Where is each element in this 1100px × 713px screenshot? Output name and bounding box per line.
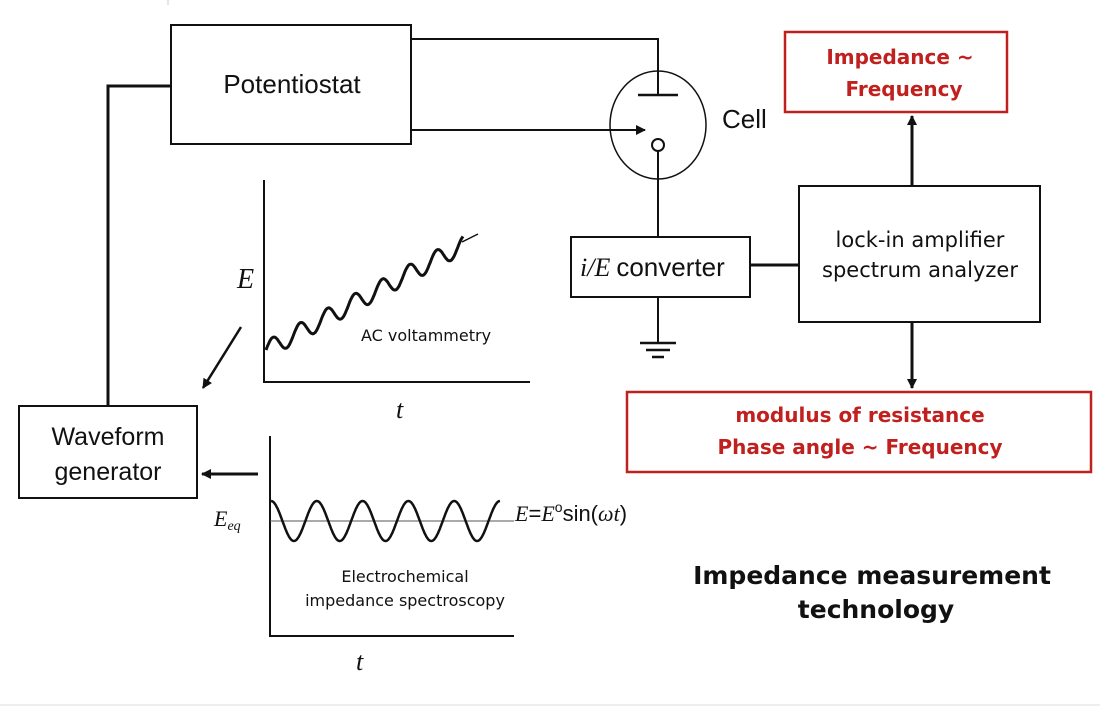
eis-plot: Eeq E=Eosin(ωt) Electrochemical impedanc… xyxy=(213,436,627,676)
modulus-phase-box xyxy=(625,390,1093,474)
eis-plot-axes xyxy=(269,436,514,637)
eis-eq-E0: E xyxy=(540,501,555,526)
waveform-generator-label-2: generator xyxy=(54,458,161,486)
eis-eq-superscript: o xyxy=(555,499,563,515)
ac-plot-axes xyxy=(263,180,530,383)
eis-equation: E=Eosin(ωt) xyxy=(514,499,627,526)
eis-waveform xyxy=(270,499,501,543)
converter-word: converter xyxy=(616,252,725,282)
lockin-label-1: lock-in amplifier xyxy=(836,228,1005,252)
ac-to-generator-arrow xyxy=(201,326,243,389)
waveform-to-potentiostat-wire xyxy=(106,84,171,406)
impedance-frequency-label-2: Frequency xyxy=(845,77,962,101)
eis-baseline-subscript: eq xyxy=(227,519,240,534)
ac-voltammetry-plot: E t AC voltammetry xyxy=(236,180,530,424)
lockin-amplifier-box xyxy=(798,185,1041,323)
ac-ramp-tail xyxy=(461,233,479,243)
eis-eq-t: t xyxy=(614,501,621,526)
cell-bottom-electrode xyxy=(651,138,665,152)
diagram-title-1: Impedance measurement xyxy=(693,561,1051,590)
lockin-amplifier-block: lock-in amplifier spectrum analyzer xyxy=(798,185,1041,323)
modulus-label-2: Phase angle ~ Frequency xyxy=(717,435,1002,459)
waveform-generator-label-1: Waveform xyxy=(52,423,165,451)
potentiostat-to-cell-top-wire xyxy=(411,38,659,95)
potentiostat-block: Potentiostat xyxy=(170,24,412,145)
eis-plot-x-label: t xyxy=(356,647,364,676)
impedance-frequency-box xyxy=(783,30,1009,114)
potentiostat-label: Potentiostat xyxy=(223,69,361,99)
eis-eq-sign: = xyxy=(528,501,541,526)
ground-icon xyxy=(640,341,676,359)
lockin-label-2: spectrum analyzer xyxy=(822,258,1018,282)
ac-plot-caption: AC voltammetry xyxy=(361,326,491,345)
cell-label: Cell xyxy=(722,104,767,134)
eis-eq-close: ) xyxy=(620,501,627,526)
eis-eq-omega: ω xyxy=(598,501,614,526)
converter-box xyxy=(570,236,751,298)
impedance-frequency-output: Impedance ~ Frequency xyxy=(783,30,1009,114)
ac-plot-x-label: t xyxy=(396,395,404,424)
eis-baseline-E: E xyxy=(213,506,228,531)
ac-voltammetry-waveform xyxy=(264,235,465,351)
impedance-frequency-label-1: Impedance ~ xyxy=(826,45,973,69)
modulus-phase-output: modulus of resistance Phase angle ~ Freq… xyxy=(625,390,1093,474)
modulus-label-1: modulus of resistance xyxy=(735,403,984,427)
eis-eq-E: E xyxy=(514,501,529,526)
diagram-title-2: technology xyxy=(798,595,954,624)
eis-eq-sin: sin( xyxy=(563,501,599,526)
waveform-generator-block: Waveform generator xyxy=(18,405,198,499)
eis-baseline-label: Eeq xyxy=(213,506,241,534)
ac-plot-y-label: E xyxy=(236,264,254,295)
eis-caption-2: impedance spectroscopy xyxy=(305,591,505,610)
eis-caption-1: Electrochemical xyxy=(341,567,468,586)
converter-symbol: i/E xyxy=(580,253,610,282)
